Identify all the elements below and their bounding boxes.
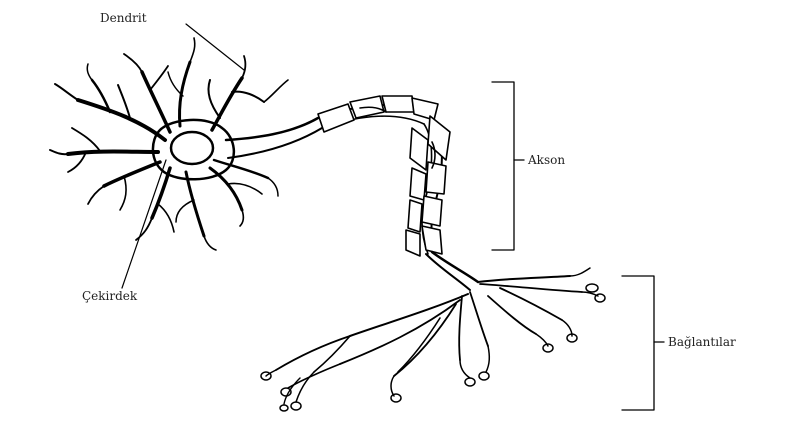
dendrite-label: Dendrit [100, 11, 147, 25]
axon-bracket [492, 82, 524, 250]
nucleus [171, 132, 213, 164]
nucleus-leader-line [122, 160, 166, 288]
terminals-label: Bağlantılar [668, 335, 736, 349]
myelin-sheath [318, 96, 450, 256]
soma [153, 120, 234, 179]
terminals-bracket [622, 276, 664, 410]
terminal-buttons [261, 284, 605, 411]
nucleus-label: Çekirdek [82, 289, 138, 303]
dendrites [50, 38, 288, 250]
axon-label: Akson [527, 153, 565, 167]
axon-terminals [266, 252, 598, 404]
